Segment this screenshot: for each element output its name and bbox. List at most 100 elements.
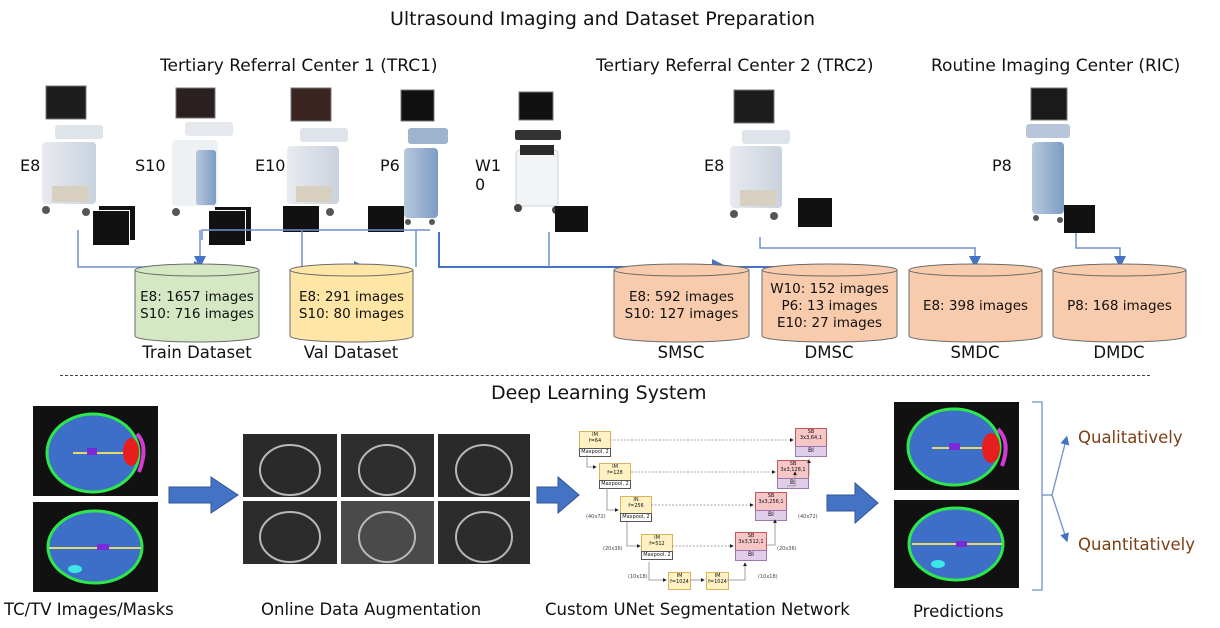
ultrasound-machine-e8-trc1-icon (42, 85, 103, 216)
unet-dimension-label: (10x18) (758, 574, 778, 580)
dataset-name: DMDC (1093, 343, 1145, 362)
dataset-count-line: E8: 592 images (628, 289, 735, 305)
unet-encoder-block-text: IM (592, 432, 598, 438)
unet-decoder-block-text: 3x3,128,1 (780, 467, 806, 473)
dataset-count-line: E8: 1657 images (140, 289, 254, 305)
section-title-dataset: Ultrasound Imaging and Dataset Preparati… (390, 8, 816, 30)
dataset-count-line: E10: 27 images (776, 314, 883, 331)
unet-maxpool-block-text: Maxpool, 2 (601, 481, 629, 487)
machine-label-s10: S10 (135, 156, 166, 175)
unet-encoder-block-text: f=128 (607, 470, 623, 476)
unet-upsample-block: BI (735, 550, 767, 561)
dataset-count-line: S10: 127 images (624, 306, 739, 322)
dataset-cylinder-smdc (908, 263, 1043, 343)
ultrasound-machine-w10-icon (514, 91, 561, 214)
unet-upsample-block: BI (755, 510, 787, 521)
ultrasound-thumbnail-p6 (368, 206, 404, 232)
section-divider (60, 375, 1150, 376)
stage-label-network: Custom UNet Segmentation Network (545, 600, 850, 619)
dataset-counts: P8: 168 images (1053, 298, 1186, 315)
dataset-name: Val Dataset (303, 343, 399, 362)
unet-decoder-block-text: 3x3,64,1 (799, 435, 823, 441)
dataset-count-line: P8: 168 images (1067, 297, 1172, 314)
unet-decoder-block-text: SB (767, 493, 775, 499)
unet-upsample-block-text: BI (768, 511, 774, 518)
unet-encoder-block-text: IN (633, 497, 639, 503)
ultrasound-thumbnail-w10 (555, 206, 588, 232)
flow-arrow-3-icon (826, 481, 879, 525)
center-title-trc1: Tertiary Referral Center 1 (TRC1) (160, 56, 438, 76)
stage-label-augmentation: Online Data Augmentation (261, 600, 482, 619)
ultrasound-machine-s10-icon (172, 87, 233, 218)
evaluation-qualitative: Qualitatively (1078, 428, 1183, 447)
ultrasound-thumbnail-p8 (1064, 205, 1095, 233)
ultrasound-machine-e10-icon (287, 87, 348, 216)
machine-label-e10: E10 (255, 156, 286, 175)
evaluation-quantitative: Quantitatively (1078, 535, 1195, 554)
machine-label-w10-line1: W1 (475, 156, 501, 175)
unet-bottleneck-block-text: IM (676, 573, 683, 579)
stage-label-input: TC/TV Images/Masks (4, 600, 174, 619)
machine-label-w10-line2: 0 (475, 175, 486, 194)
unet-upsample-block-text: BI (808, 447, 814, 454)
unet-maxpool-block: Maxpool, 2 (641, 551, 673, 560)
unet-encoder-block-text: IM (654, 535, 660, 541)
section-title-deep-learning: Deep Learning System (491, 382, 707, 404)
unet-decoder-block-text: 3x3,512,1 (738, 539, 764, 545)
input-mask-image-tv (33, 502, 158, 592)
unet-dimension-label: (20x36) (777, 546, 797, 552)
unet-dimension-label: (40x72) (586, 514, 606, 520)
stage-label-predictions: Predictions (913, 602, 1004, 621)
machine-label-e8-trc2: E8 (704, 156, 725, 175)
dataset-cylinder-dmsc (761, 263, 898, 343)
dataset-count-line: S10: 716 images (140, 306, 254, 322)
dataset-name: Train Dataset (142, 343, 252, 362)
unet-maxpool-block-text: Maxpool, 2 (581, 449, 609, 455)
dataset-count-line: S10: 80 images (298, 306, 405, 322)
unet-encoder-block-text: IM (612, 464, 618, 470)
unet-bottleneck-block-text: IM (714, 573, 721, 579)
unet-decoder-block-text: SB (747, 533, 755, 539)
dataset-count-line: E8: 291 images (298, 289, 405, 305)
center-title-ric: Routine Imaging Center (RIC) (931, 56, 1181, 76)
prediction-image-tc (894, 402, 1019, 490)
unet-maxpool-block-text: Maxpool, 2 (622, 514, 650, 520)
unet-maxpool-block: Maxpool, 2 (579, 448, 611, 457)
prediction-image-tv (894, 500, 1019, 588)
ultrasound-machine-p8-icon (1026, 87, 1070, 223)
unet-bottleneck-block-text: f=1024 (670, 579, 689, 585)
unet-upsample-block: BI (777, 478, 809, 489)
unet-dimension-label: (10x18) (628, 574, 648, 580)
ultrasound-thumbnail-s10 (208, 210, 246, 246)
dataset-count-line: W10: 152 images (770, 280, 889, 297)
unet-maxpool-block-text: Maxpool, 2 (643, 552, 671, 558)
dataset-cylinder-dmdc (1052, 263, 1187, 343)
ultrasound-thumbnail-e10 (283, 206, 319, 232)
dataset-cylinder-train-dataset (134, 263, 260, 343)
flow-arrow-2-icon (536, 475, 580, 515)
dataset-name: SMDC (950, 343, 1000, 362)
unet-decoder-block-text: SB (789, 461, 797, 467)
input-mask-image-tc (33, 406, 158, 496)
ultrasound-machine-p6-icon (400, 89, 448, 225)
unet-encoder-block-text: f=512 (649, 541, 665, 547)
unet-decoder-block-text: SB (807, 429, 815, 435)
unet-decoder-block-text: 3x3,256,1 (758, 499, 784, 505)
ultrasound-thumbnail-e8 (92, 210, 130, 246)
unet-encoder-block-text: f=256 (628, 503, 644, 509)
dataset-count-line: E8: 398 images (922, 297, 1029, 314)
